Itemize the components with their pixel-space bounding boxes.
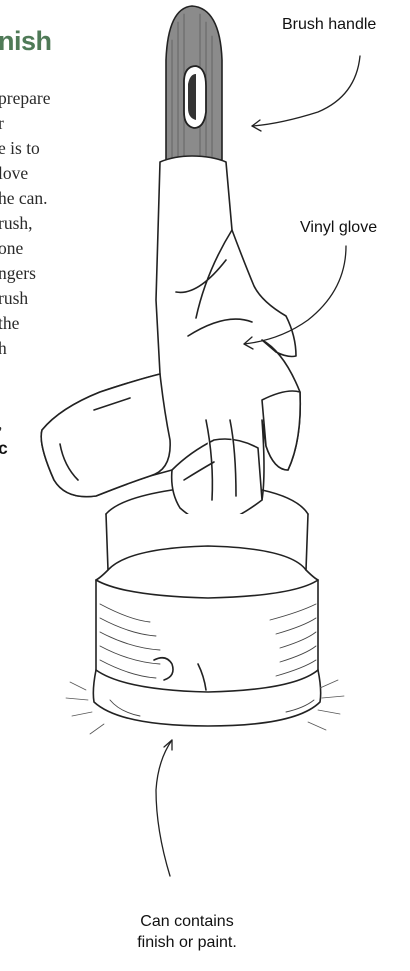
callout-vinyl-glove: Vinyl glove — [300, 219, 377, 237]
callout-can-line-2: finish or paint. — [117, 932, 257, 953]
callout-brush-handle: Brush handle — [282, 16, 376, 34]
paint-can-drawing — [66, 490, 344, 734]
brush-handle-drawing — [166, 6, 222, 160]
callout-can-line-1: Can contains — [117, 911, 257, 932]
callout-can-contents: Can contains finish or paint. — [117, 911, 257, 953]
